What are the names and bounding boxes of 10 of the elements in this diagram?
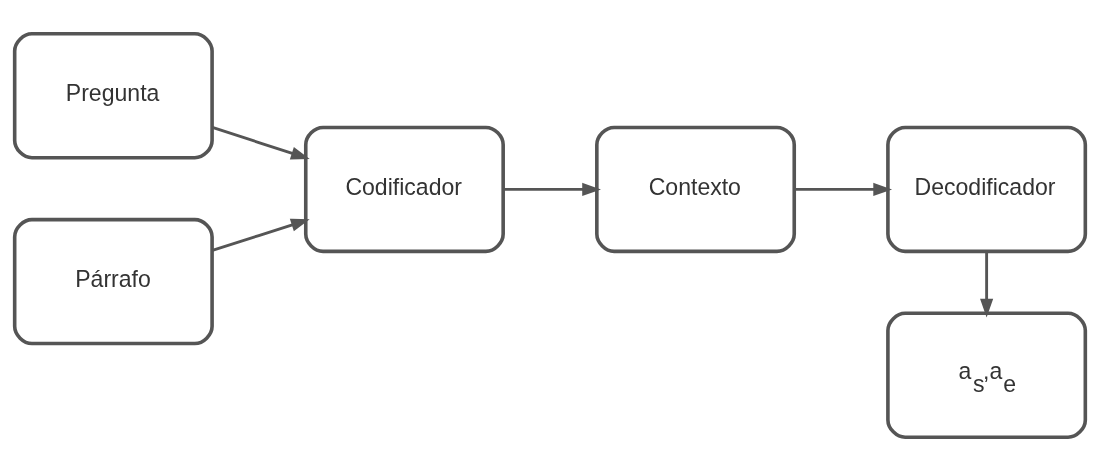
arrow (211, 218, 310, 252)
arrow (980, 251, 994, 318)
arrow (211, 126, 310, 160)
node-box: Contexto (595, 125, 797, 254)
arrow (794, 182, 893, 196)
node-box: Párrafo (12, 217, 214, 346)
node-box: Pregunta (12, 31, 214, 160)
node-box: Codificador (303, 125, 505, 254)
node-box: Decodificador (886, 125, 1088, 254)
arrow (503, 182, 601, 196)
